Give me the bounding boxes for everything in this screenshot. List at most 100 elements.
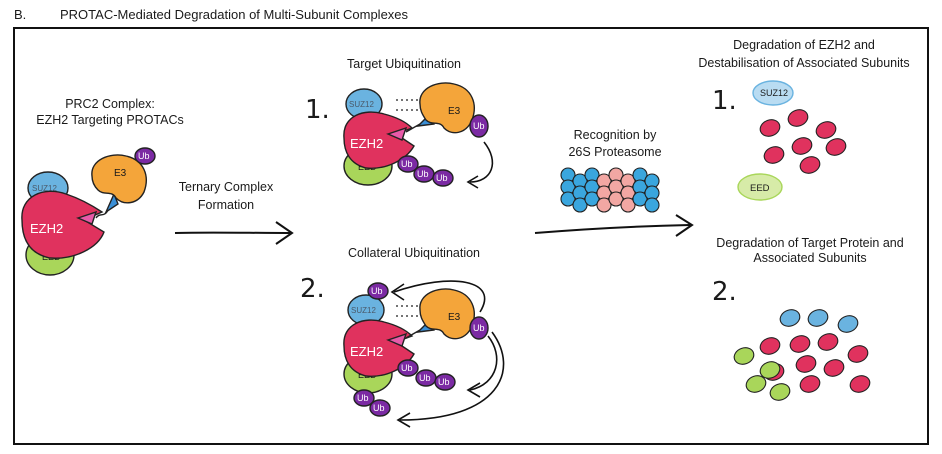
arrow2-label-line1: Recognition by [574, 128, 657, 142]
target-ubiquitination-title: Target Ubiquitination [347, 57, 461, 71]
suz12-fragment [837, 315, 859, 333]
transfer-arrow-suz12 [393, 280, 486, 313]
ezh2-fragment [789, 335, 811, 353]
proteasome-subunit [584, 191, 600, 207]
ubiquitin-chain [397, 155, 419, 173]
suz12-label: SUZ12 [351, 306, 376, 315]
ezh2-label: EZH2 [30, 221, 63, 236]
ezh2-fragment [799, 156, 821, 174]
ubiquitin-label: Ub [401, 363, 413, 373]
suz12-label: SUZ12 [760, 88, 788, 98]
ezh2-fragment [825, 138, 847, 156]
ubiquitin-chain [397, 359, 419, 377]
e3-ligase [419, 82, 475, 134]
right-number-2: 2. [712, 277, 737, 307]
ezh2-fragment [787, 109, 809, 127]
ubiquitin-label: Ub [357, 393, 369, 403]
ezh2-fragment [795, 355, 817, 373]
proteasome-subunit [632, 191, 648, 207]
ubiquitin-label: Ub [436, 173, 448, 183]
e3-label: E3 [448, 312, 461, 323]
ubiquitin-label: Ub [417, 169, 429, 179]
panel-letter: B. [14, 7, 26, 22]
proteasome-subunit [560, 191, 576, 207]
ezh2-label: EZH2 [350, 344, 383, 359]
protac-ezh2-binder [386, 332, 408, 347]
left-title-line1: PRC2 Complex: [65, 97, 155, 111]
complex-collateral-ubiquitination: EED SUZ12 EZH2 E3 Ub Ub Ub Ub Ub Ub Ub [343, 280, 505, 428]
ubiquitin-e3 [469, 114, 489, 138]
e3-ligase [91, 154, 147, 204]
ezh2-fragment [815, 121, 837, 139]
arrow-proteasome [534, 214, 694, 237]
proteasome-subunit [644, 197, 660, 213]
middle-number-2: 2. [300, 274, 325, 304]
right-number-1: 1. [712, 86, 737, 116]
proteasome-26s [560, 167, 660, 213]
right-bottom-title-line2: Associated Subunits [753, 251, 866, 265]
proteasome-subunit [608, 191, 624, 207]
eed-fragment [733, 347, 755, 365]
right-bottom-title-line1: Degradation of Target Protein and [716, 236, 903, 250]
collateral-ubiquitination-title: Collateral Ubiquitination [348, 246, 480, 260]
suz12-label: SUZ12 [32, 184, 57, 193]
ubiquitin [134, 147, 156, 165]
e3-ligase [419, 288, 475, 340]
arrow1-label-line2: Formation [198, 198, 254, 212]
e3-label: E3 [448, 106, 461, 117]
degraded-fragments-2 [733, 309, 871, 401]
ubiquitin-label: Ub [438, 377, 450, 387]
prc2-complex-left: EED SUZ12 EZH2 E3 Ub [21, 147, 156, 276]
ubiquitin-label: Ub [473, 323, 485, 333]
ezh2-fragment [763, 146, 785, 164]
eed-fragment [769, 383, 791, 401]
proteasome-subunit [572, 197, 588, 213]
ubiquitin-label: Ub [138, 151, 150, 161]
ubiquitin-label: Ub [473, 121, 485, 131]
protac-e3-binder [104, 192, 119, 214]
eed-fragment [745, 375, 767, 393]
suz12-subunit-free [752, 80, 794, 106]
eed-fragment [759, 361, 781, 379]
figure-title: PROTAC-Mediated Degradation of Multi-Sub… [60, 7, 409, 22]
arrow2-label-line2: 26S Proteasome [568, 145, 661, 159]
left-title-line2: EZH2 Targeting PROTACs [36, 113, 184, 127]
ezh2-fragment [759, 337, 781, 355]
panel-frame [13, 27, 929, 445]
ubiquitin-label: Ub [419, 373, 431, 383]
transfer-arrow-chain [469, 335, 498, 391]
e3-label: E3 [114, 168, 127, 179]
ezh2-fragment [823, 359, 845, 377]
right-top-title-line2: Destabilisation of Associated Subunits [698, 56, 909, 70]
ubiquitin-label: Ub [373, 403, 385, 413]
degraded-fragments-1 [759, 109, 847, 174]
protac-ezh2-binder [386, 126, 408, 141]
suz12-label: SUZ12 [349, 100, 374, 109]
ubiquitin-e3 [469, 316, 489, 340]
eed-subunit-free [737, 173, 783, 201]
ubiquitin-label: Ub [401, 159, 413, 169]
ubiquitin-chain [434, 373, 456, 391]
ubiquitin-chain [432, 169, 454, 187]
suz12-fragment [779, 309, 801, 327]
protac-linker [405, 123, 421, 133]
right-top-title-line1: Degradation of EZH2 and [733, 38, 875, 52]
protac-linker [405, 329, 421, 339]
proteasome-subunit [596, 197, 612, 213]
ezh2-fragment [799, 375, 821, 393]
ezh2-label: EZH2 [350, 136, 383, 151]
ezh2-fragment [759, 119, 781, 137]
ezh2-fragment [791, 137, 813, 155]
proteasome-subunit [620, 197, 636, 213]
complex-target-ubiquitination: EED SUZ12 EZH2 E3 Ub Ub Ub Ub [343, 82, 494, 189]
protac-ezh2-binder [76, 210, 98, 225]
eed-label: EED [750, 183, 770, 194]
ubiquitin-label: Ub [371, 286, 383, 296]
ezh2-fragment [849, 375, 871, 393]
arrow-ternary-complex [174, 221, 294, 245]
ubiquitin-eed [353, 389, 375, 407]
ezh2-fragment [817, 333, 839, 351]
arrow1-label-line1: Ternary Complex [179, 180, 274, 194]
middle-number-1: 1. [305, 95, 330, 125]
